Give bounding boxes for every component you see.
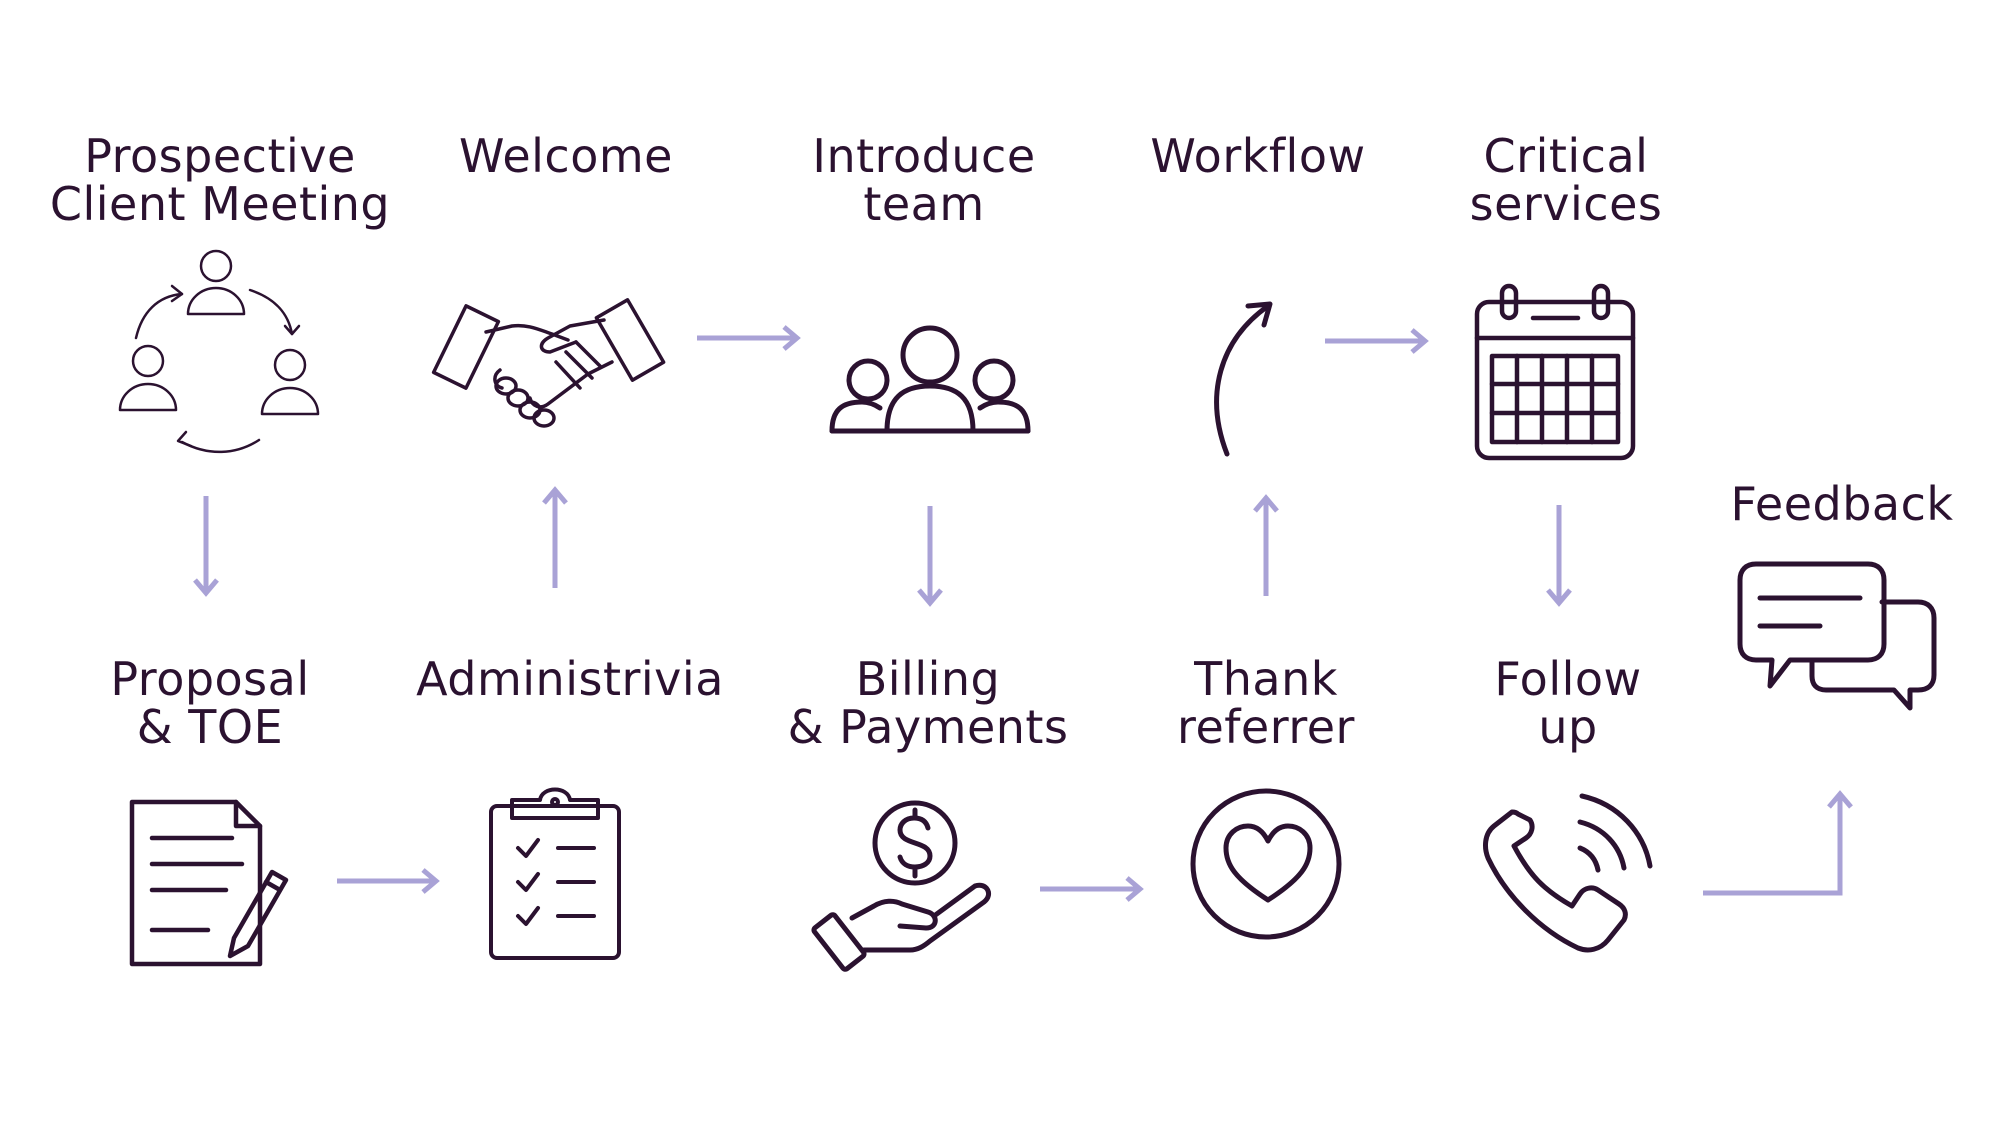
label-line: Feedback [1730, 477, 1954, 531]
heart-circle-icon [1190, 788, 1342, 940]
curved-arrow-icon [1214, 301, 1273, 457]
label-line: & TOE [136, 700, 284, 754]
handshake-icon [431, 298, 666, 428]
label-line: Critical [1483, 129, 1649, 183]
label-line: Welcome [459, 129, 673, 183]
arrow-down-team-to-billing [917, 506, 943, 607]
label-line: & Payments [787, 700, 1069, 754]
step-label-administrivia: Administrivia [416, 655, 724, 703]
label-line: Client Meeting [49, 177, 391, 231]
step-label-critical-services: Critical services [1470, 132, 1663, 228]
arrow-right-workflow-to-critical [1325, 328, 1429, 354]
step-label-welcome: Welcome [459, 132, 673, 180]
label-line: Billing [855, 652, 1001, 706]
chat-bubbles-icon [1737, 561, 1937, 711]
label-line: Prospective [84, 129, 356, 183]
label-line: referrer [1177, 700, 1355, 754]
arrow-elbow-followup-to-feedback [1703, 790, 1853, 896]
label-line: Thank [1194, 652, 1338, 706]
label-line: up [1538, 700, 1598, 754]
label-line: Follow [1494, 652, 1642, 706]
step-label-follow-up: Follow up [1494, 655, 1641, 751]
meeting-cycle-icon [118, 249, 320, 454]
arrow-right-proposal-to-administrivia [337, 868, 440, 894]
label-line: team [863, 177, 985, 231]
arrow-up-thank-to-workflow [1253, 494, 1279, 596]
step-label-proposal-toe: Proposal & TOE [110, 655, 309, 751]
step-label-billing-payments: Billing & Payments [788, 655, 1069, 751]
arrow-right-billing-to-thank [1040, 876, 1144, 902]
clipboard-checklist-icon [489, 787, 621, 960]
step-label-feedback: Feedback [1730, 480, 1953, 528]
label-line: Administrivia [416, 652, 724, 706]
label-line: Workflow [1150, 129, 1366, 183]
document-pencil-icon [129, 799, 289, 967]
label-line: Proposal [110, 652, 310, 706]
arrow-right-welcome-to-team [697, 325, 801, 351]
arrow-down-meeting-to-proposal [193, 496, 219, 597]
phone-icon [1483, 793, 1653, 953]
arrow-down-critical-to-followup [1546, 505, 1572, 607]
arrow-up-administrivia-to-welcome [542, 486, 568, 588]
team-icon [829, 325, 1031, 434]
step-label-prospective-client-meeting: Prospective Client Meeting [50, 132, 390, 228]
hand-dollar-icon [811, 800, 991, 972]
step-label-introduce-team: Introduce team [812, 132, 1035, 228]
label-line: Introduce [812, 129, 1036, 183]
step-label-thank-referrer: Thank referrer [1177, 655, 1355, 751]
calendar-icon [1474, 283, 1636, 461]
step-label-workflow: Workflow [1150, 132, 1365, 180]
label-line: services [1469, 177, 1663, 231]
